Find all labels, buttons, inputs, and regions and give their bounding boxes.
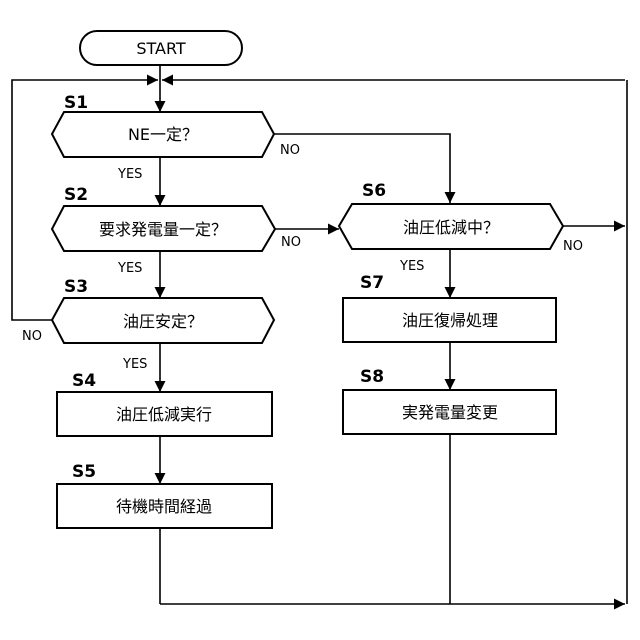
process-s5-text: 待機時間経過 bbox=[116, 497, 212, 516]
yes-label-s6: YES bbox=[399, 259, 424, 274]
step-label-s2: S2 bbox=[64, 185, 88, 205]
decision-s1-text: NE一定？ bbox=[128, 125, 198, 144]
decision-s3-text: 油圧安定？ bbox=[123, 312, 203, 331]
decision-s2-text: 要求発電量一定？ bbox=[99, 220, 227, 239]
process-s4-text: 油圧低減実行 bbox=[116, 405, 212, 424]
step-label-s4: S4 bbox=[72, 371, 96, 391]
decision-s6-text: 油圧低減中？ bbox=[403, 218, 499, 237]
no-label-s1: NO bbox=[280, 143, 300, 158]
no-label-s6: NO bbox=[563, 239, 583, 254]
start-text: START bbox=[136, 39, 186, 58]
no-label-s3: NO bbox=[22, 329, 42, 344]
step-label-s3: S3 bbox=[64, 277, 88, 297]
yes-label-s2: YES bbox=[117, 261, 142, 276]
step-label-s1: S1 bbox=[64, 93, 88, 113]
step-label-s5: S5 bbox=[72, 462, 96, 482]
no-label-s2: NO bbox=[281, 235, 301, 250]
step-label-s7: S7 bbox=[360, 273, 384, 293]
process-s8-text: 実発電量変更 bbox=[402, 403, 498, 422]
yes-label-s1: YES bbox=[117, 167, 142, 182]
step-label-s6: S6 bbox=[362, 181, 386, 201]
step-label-s8: S8 bbox=[360, 367, 384, 387]
yes-label-s3: YES bbox=[122, 357, 147, 372]
process-s7-text: 油圧復帰処理 bbox=[402, 311, 498, 330]
